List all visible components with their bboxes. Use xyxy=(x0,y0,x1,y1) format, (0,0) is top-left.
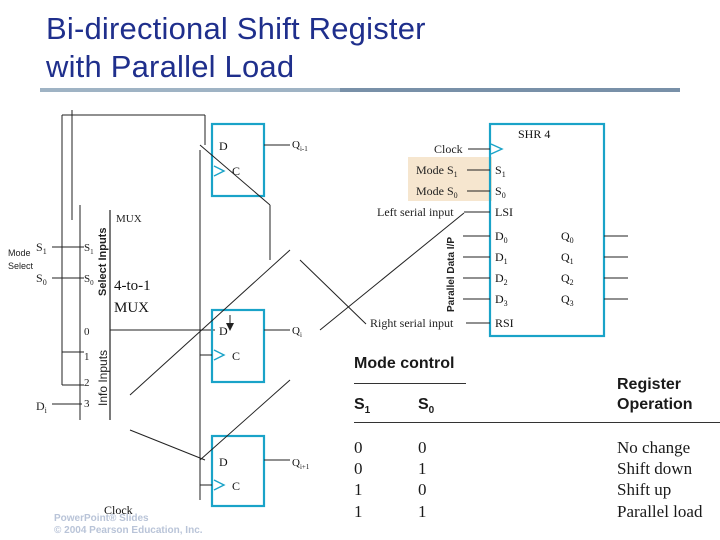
svg-text:Left serial input: Left serial input xyxy=(377,205,454,219)
slide-title: Bi-directional Shift Register with Paral… xyxy=(46,10,426,86)
svg-text:Qi+1: Qi+1 xyxy=(292,457,310,471)
svg-text:Mode S0: Mode S0 xyxy=(416,184,458,200)
svg-text:S0: S0 xyxy=(495,184,506,200)
heading-rule xyxy=(354,383,466,384)
svg-text:0: 0 xyxy=(84,326,90,338)
svg-text:C: C xyxy=(232,349,240,363)
shr4-block: SHR 4 xyxy=(408,122,606,338)
flip-flop-top: D C Qi-1 xyxy=(210,122,308,198)
svg-text:Mode S1: Mode S1 xyxy=(416,163,458,179)
svg-text:SHR 4: SHR 4 xyxy=(518,127,550,141)
svg-text:RSI: RSI xyxy=(495,316,514,330)
mux-header: MUX xyxy=(116,213,142,225)
svg-text:D3: D3 xyxy=(495,292,508,308)
parallel-data-label: Parallel Data I/P xyxy=(446,237,457,312)
flip-flop-bottom: D C Qi+1 xyxy=(210,434,310,508)
svg-text:D: D xyxy=(219,455,228,469)
svg-text:1: 1 xyxy=(84,351,90,363)
mux-type-line2: MUX xyxy=(114,300,149,316)
shr4-inputs: Clock Mode S1 Mode S0 Left serial input … xyxy=(370,142,490,330)
mux-type-line1: 4-to-1 xyxy=(114,278,151,294)
shr4-pin-labels: S1 S0 LSI D0 D1 D2 D3 RSI Q0 Q1 Q2 Q3 xyxy=(495,163,574,330)
title-underline xyxy=(40,88,680,92)
mode-select-line2: Select xyxy=(8,261,34,271)
svg-text:C: C xyxy=(232,164,240,178)
col-operation: Register Operation xyxy=(617,376,693,413)
title-line-2: with Parallel Load xyxy=(46,49,295,84)
svg-text:Qi: Qi xyxy=(292,325,302,339)
col-s0: S0 xyxy=(418,396,435,417)
mux-s0: S0 xyxy=(84,273,94,287)
clock-label: Clock xyxy=(104,503,133,517)
col-s1: S1 xyxy=(354,396,371,417)
svg-text:Q0: Q0 xyxy=(561,229,574,245)
info-inputs-label: Info Inputs xyxy=(96,350,110,406)
svg-text:D0: D0 xyxy=(495,229,508,245)
svg-text:LSI: LSI xyxy=(495,205,513,219)
title-line-1: Bi-directional Shift Register xyxy=(46,11,426,46)
select-inputs-label: Select Inputs xyxy=(97,228,109,296)
svg-text:D: D xyxy=(219,139,228,153)
svg-text:S1: S1 xyxy=(495,163,506,179)
svg-text:Q3: Q3 xyxy=(561,292,574,308)
svg-text:S0: S0 xyxy=(36,271,47,287)
svg-text:C: C xyxy=(232,479,240,493)
svg-text:S1: S1 xyxy=(36,240,47,256)
left-select-labels: S1 S0 xyxy=(36,240,47,287)
mode-control-heading: Mode control xyxy=(354,355,455,372)
svg-text:D1: D1 xyxy=(495,250,508,266)
flip-flop-middle: D C Qi xyxy=(210,308,302,384)
svg-text:D: D xyxy=(219,324,228,338)
header-rule xyxy=(354,422,720,423)
mux-s1: S1 xyxy=(84,242,94,256)
mux-input-numbers: 0 1 2 3 xyxy=(84,326,90,410)
mode-control-table: Mode control S1 S0 Register Operation 0 … xyxy=(340,346,720,540)
svg-text:Right serial input: Right serial input xyxy=(370,316,454,330)
svg-text:3: 3 xyxy=(84,398,90,410)
svg-text:Qi-1: Qi-1 xyxy=(292,139,308,153)
svg-text:Clock: Clock xyxy=(434,142,463,156)
copyright-notice: PowerPoint® Slides © 2004 Pearson Educat… xyxy=(54,513,203,536)
mode-select-line1: Mode xyxy=(8,248,31,258)
di-label: Di xyxy=(36,399,48,415)
svg-text:Q2: Q2 xyxy=(561,271,574,287)
svg-text:2: 2 xyxy=(84,377,90,389)
svg-text:Q1: Q1 xyxy=(561,250,574,266)
svg-text:D2: D2 xyxy=(495,271,508,287)
